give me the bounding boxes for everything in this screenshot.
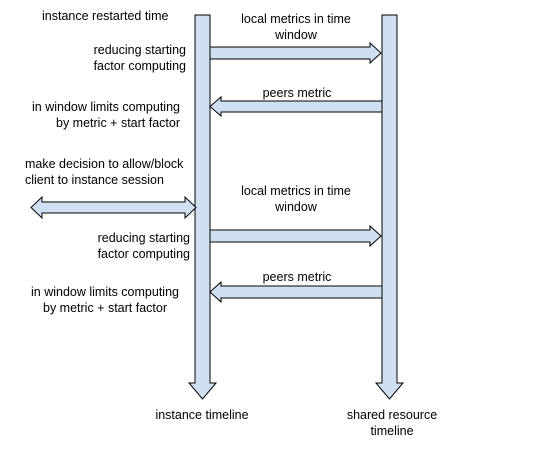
decision-label: make decision to allow/block client to i…: [25, 156, 183, 188]
local-metrics-label-2: local metrics in time window: [212, 183, 380, 215]
instance-restarted-label: instance restarted time: [42, 9, 169, 23]
reducing-label-1: reducing starting factor computing: [40, 42, 186, 74]
limits-label-2-line2: by metric + start factor: [43, 301, 167, 315]
instance-timeline-arrow: [187, 14, 218, 400]
reducing-label-2-line2: factor computing: [97, 247, 190, 261]
shared-resource-timeline-label: shared resource timeline: [322, 407, 462, 439]
decision-label-line1: make decision to allow/block: [25, 157, 184, 171]
local-metrics-label-2-line1: local metrics in time: [241, 184, 351, 198]
peers-metric-arrow-2: [209, 280, 383, 304]
local-metrics-label-1: local metrics in time window: [212, 11, 380, 43]
reducing-label-1-line1: reducing starting: [93, 43, 186, 57]
shared-resource-timeline-arrow: [374, 14, 405, 400]
decision-label-line2: client to instance session: [25, 173, 164, 187]
peers-metric-arrow-1: [209, 95, 383, 118]
peers-metric-label-1: peers metric: [262, 86, 332, 100]
local-metrics-label-1-line1: local metrics in time: [241, 12, 351, 26]
reducing-label-2: reducing starting factor computing: [40, 230, 190, 262]
shared-resource-timeline-label-line1: shared resource: [346, 408, 438, 422]
limits-label-2-line1: in window limits computing: [31, 285, 179, 299]
reducing-label-2-line1: reducing starting: [97, 231, 190, 245]
limits-label-1-line1: in window limits computing: [32, 100, 180, 114]
reducing-label-1-line2: factor computing: [93, 59, 186, 73]
local-metrics-arrow-2: [209, 224, 382, 248]
local-metrics-arrow-1: [209, 41, 382, 65]
instance-timeline-label: instance timeline: [155, 408, 249, 422]
local-metrics-label-2-line2: window: [275, 200, 317, 214]
local-metrics-label-1-line2: window: [275, 28, 317, 42]
peers-metric-label-2: peers metric: [262, 270, 332, 284]
shared-resource-timeline-label-line2: timeline: [370, 424, 414, 438]
limits-label-1: in window limits computing by metric + s…: [20, 99, 180, 131]
decision-double-arrow: [30, 195, 197, 220]
limits-label-1-line2: by metric + start factor: [56, 116, 180, 130]
limits-label-2: in window limits computing by metric + s…: [20, 284, 190, 316]
